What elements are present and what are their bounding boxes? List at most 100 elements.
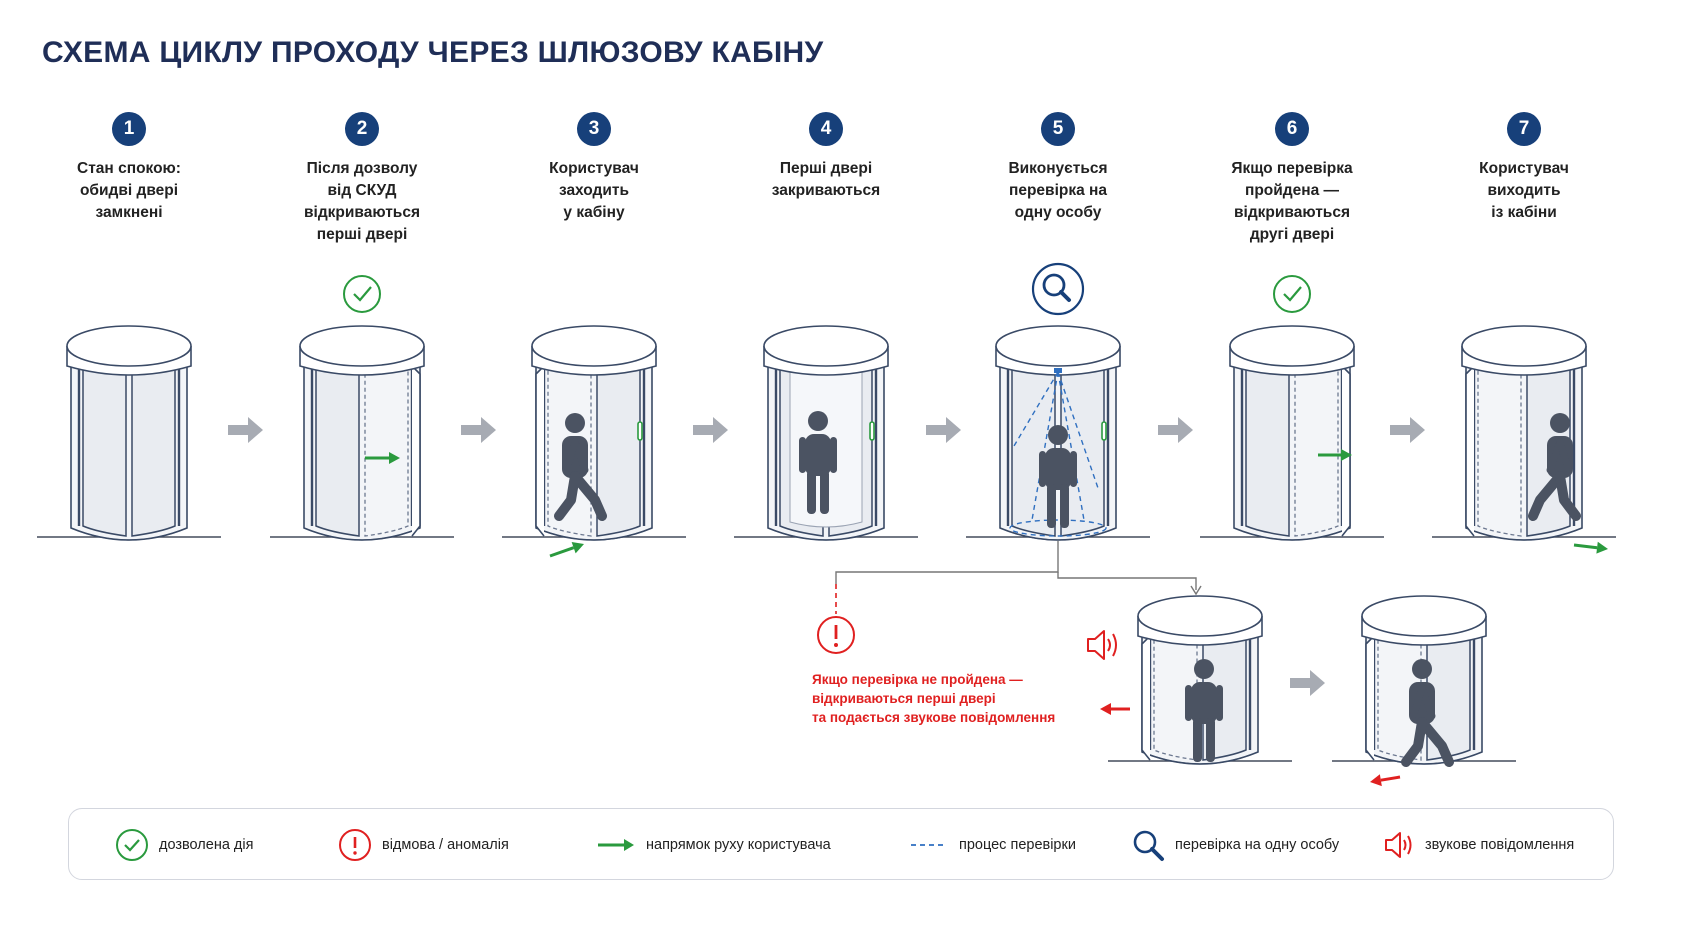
- process-arrow: [228, 417, 263, 443]
- cabin: [1200, 325, 1384, 541]
- caption-line: Після дозволу: [306, 160, 418, 177]
- person-head: [565, 413, 585, 433]
- step-number: 5: [1041, 112, 1075, 146]
- caption-line: Користувач: [1479, 160, 1569, 177]
- legend-label: напрямок руху користувача: [646, 837, 831, 853]
- step-caption: Після дозволу від СКУД відкриваються пер…: [272, 158, 452, 246]
- icon-mark: [1283, 286, 1302, 302]
- person-leg: [1206, 718, 1215, 762]
- left-door: [1245, 358, 1290, 537]
- icon-lens: [1042, 273, 1066, 297]
- cabin-base: [1233, 527, 1351, 541]
- left-door: [547, 358, 592, 537]
- alert-circle-icon: [817, 616, 855, 654]
- open-door-leaf: [411, 365, 421, 537]
- legend-label: перевірка на одну особу: [1175, 837, 1340, 853]
- person-figure: [1185, 659, 1223, 762]
- arrow-head: [1370, 774, 1382, 787]
- speaker-icon: [1385, 832, 1412, 858]
- failure-line: та подається звукове повідомлення: [812, 710, 1056, 725]
- direction-arrow: [1370, 774, 1401, 787]
- person-head: [808, 411, 828, 431]
- cabin-canopy-top: [1461, 325, 1587, 367]
- person-arm: [1039, 451, 1046, 487]
- cabin-base: [767, 527, 885, 541]
- legend-label: звукове повідомлення: [1425, 837, 1575, 853]
- step-number: 1: [112, 112, 146, 146]
- cabin: [270, 325, 454, 541]
- person-figure: [1401, 659, 1454, 767]
- direction-arrow: [1318, 449, 1352, 461]
- check-circle-icon: [1273, 275, 1311, 313]
- left-door: [82, 358, 127, 537]
- legend-item-single-person: перевірка на одну особу: [1131, 809, 1339, 881]
- process-arrow: [1390, 417, 1425, 443]
- step-3: 3 Користувач заходить у кабіну: [504, 112, 684, 224]
- icon-ring: [343, 275, 381, 313]
- step-caption: Користувач заходить у кабіну: [504, 158, 684, 224]
- person-arm: [563, 438, 579, 472]
- person-leg: [554, 471, 580, 521]
- door-handle: [1101, 421, 1107, 441]
- direction-arrow: [365, 452, 400, 464]
- person-torso: [805, 434, 831, 476]
- scan-line: [1031, 371, 1059, 521]
- open-door-leaf: [535, 365, 545, 537]
- cabin-base: [1465, 527, 1583, 541]
- caption-line: заходить: [558, 182, 630, 199]
- arrow-head: [1341, 449, 1352, 461]
- arrow-head: [1596, 541, 1608, 554]
- caption-line: Якщо перевірка: [1231, 160, 1353, 177]
- branch-arrow-head: [1190, 585, 1202, 596]
- arrow-shaft: [1380, 775, 1401, 782]
- person-leg: [1060, 484, 1069, 528]
- failure-line: Якщо перевірка не пройдена —: [812, 672, 1023, 687]
- caption-line: Стан спокою:: [77, 160, 181, 177]
- process-arrow: [461, 417, 496, 443]
- step-caption: Виконується перевірка на одну особу: [968, 158, 1148, 224]
- step-2: 2 Після дозволу від СКУД відкриваються п…: [272, 112, 452, 246]
- speaker-icon: [1087, 630, 1117, 660]
- search-icon: [1133, 830, 1164, 861]
- person-arm: [1410, 684, 1426, 718]
- person-leg: [820, 470, 829, 514]
- caption-line: пройдена —: [1244, 182, 1340, 199]
- legend-item-process: процес перевірки: [909, 809, 1076, 881]
- person-figure: [1039, 425, 1077, 528]
- branch-line-pass: [1057, 572, 1197, 590]
- person-torso: [1191, 682, 1217, 724]
- icon-ring: [1273, 275, 1311, 313]
- person-arm: [1185, 685, 1192, 721]
- direction-arrow: [1100, 703, 1130, 715]
- caption-line: Виконується: [1008, 160, 1108, 177]
- branch-line: [835, 541, 1059, 584]
- arrow-head: [389, 452, 400, 464]
- cabin-base: [70, 527, 188, 541]
- step-number: 4: [809, 112, 843, 146]
- cabin: [966, 325, 1150, 541]
- right-door: [131, 358, 176, 537]
- person-figure: [554, 413, 607, 521]
- person-arm: [1070, 451, 1077, 487]
- dashed-line-icon: [911, 844, 947, 846]
- step-number: 7: [1507, 112, 1541, 146]
- legend-label: дозволена дія: [159, 837, 254, 853]
- check-circle-icon: [343, 275, 381, 313]
- legend-item-denied: відмова / аномалія: [338, 809, 509, 881]
- legend: дозволена дія відмова / аномалія напрямо…: [68, 808, 1614, 880]
- person-head: [1194, 659, 1214, 679]
- process-arrow: [1290, 670, 1325, 696]
- legend-item-direction: напрямок руху користувача: [596, 809, 831, 881]
- speaker-body: [1087, 630, 1105, 660]
- cabin-base: [1365, 751, 1483, 765]
- arrow-shaft: [1573, 543, 1598, 550]
- person-arm: [830, 437, 837, 473]
- cabin-canopy-top: [995, 325, 1121, 367]
- door-handle: [869, 421, 875, 441]
- step-caption: Якщо перевірка пройдена — відкриваються …: [1202, 158, 1382, 246]
- step-caption: Користувач виходить із кабіни: [1434, 158, 1614, 224]
- person-leg: [1193, 718, 1202, 762]
- caption-line: у кабіну: [563, 204, 625, 221]
- person-torso: [1045, 448, 1071, 490]
